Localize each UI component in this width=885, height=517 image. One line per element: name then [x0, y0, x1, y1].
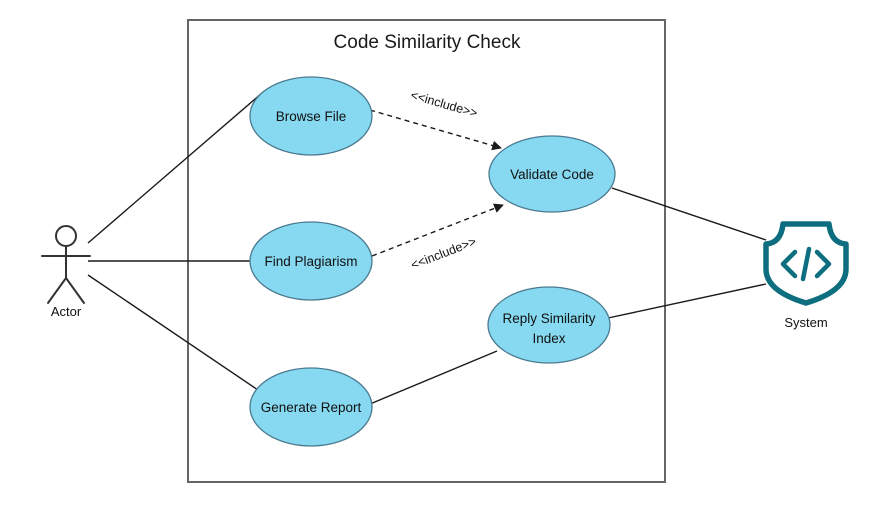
shield-icon	[763, 221, 849, 306]
system-label: System	[784, 315, 827, 330]
use-case-ellipse[interactable]	[488, 135, 616, 213]
include-stereotype-label-upper: <<include>>	[409, 88, 479, 120]
actor-label: Actor	[51, 304, 82, 319]
use-case-label: Validate Code	[510, 167, 594, 182]
use-case-ellipse[interactable]	[249, 76, 373, 156]
association-reply-similarity-system[interactable]	[607, 283, 767, 319]
actor-right-leg-icon	[65, 277, 85, 304]
use-case-browse-file[interactable]: Browse File	[249, 76, 373, 156]
use-case-ellipse[interactable]	[249, 221, 373, 301]
use-case-ellipse[interactable]	[249, 367, 373, 447]
include-browse-file-to-validate-code[interactable]	[369, 109, 502, 151]
association-actor-browse-file[interactable]	[87, 92, 263, 244]
use-case-label: Generate Report	[261, 400, 362, 415]
code-slash-icon	[800, 246, 812, 282]
include-find-plagiarism-to-validate-code[interactable]	[371, 203, 504, 257]
actor-left-leg-icon	[47, 277, 67, 304]
use-case-reply-similarity-index[interactable]: Reply Similarity Index	[487, 286, 611, 364]
use-case-validate-code[interactable]: Validate Code	[488, 135, 616, 213]
use-case-label-line2: Index	[532, 331, 565, 346]
use-case-generate-report[interactable]: Generate Report	[249, 367, 373, 447]
association-actor-generate-report[interactable]	[87, 274, 259, 391]
include-stereotype-label-lower: <<include>>	[409, 234, 478, 272]
code-bracket-right-icon	[814, 249, 832, 279]
use-case-label: Find Plagiarism	[264, 254, 357, 269]
association-validate-code-system[interactable]	[611, 187, 767, 241]
code-bracket-left-icon	[780, 249, 798, 279]
use-case-find-plagiarism[interactable]: Find Plagiarism	[249, 221, 373, 301]
actor-head-icon	[55, 225, 77, 247]
use-case-label: Browse File	[276, 109, 347, 124]
use-case-ellipse[interactable]	[487, 286, 611, 364]
association-generate-report-reply-similarity[interactable]	[369, 350, 498, 405]
use-case-label-line1: Reply Similarity	[502, 311, 595, 326]
system-node[interactable]: System	[763, 221, 849, 330]
system-boundary-box	[187, 19, 666, 483]
actor-figure[interactable]: Actor	[41, 225, 91, 319]
boundary-title: Code Similarity Check	[334, 32, 521, 53]
